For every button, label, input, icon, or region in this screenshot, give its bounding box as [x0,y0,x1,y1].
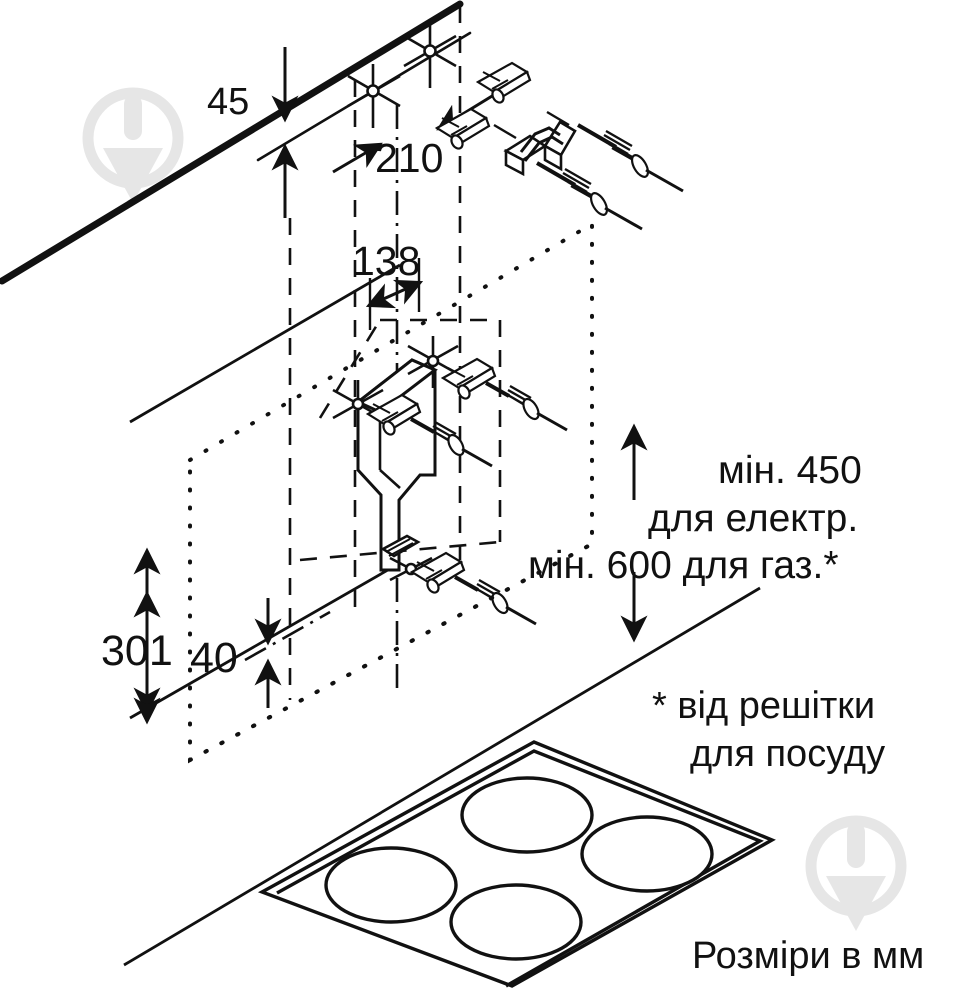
units-note: Розміри в мм [692,935,924,977]
wall-plug-anchor-mid-1 [440,357,497,400]
clearance-note-line-2: для електр. [648,497,858,540]
dimension-label-45: 45 [207,81,249,123]
burner-front-right [449,883,583,961]
safety-bracket [493,110,577,177]
mounting-screw-mid-2 [410,417,493,468]
wall-anchor-mark-2 [403,24,457,88]
cooktop-burners [324,776,714,961]
burner-front-left [324,846,458,924]
hood-mounting-plate [355,358,438,572]
dimension-label-301: 301 [101,627,173,675]
dimension-138-leaders [365,258,424,330]
dimension-label-210: 210 [375,135,443,181]
mounting-screw-top-1 [576,123,684,193]
wall-plug-anchor-top-1 [475,61,532,104]
mounting-screw-bottom [454,575,537,626]
wall-plug-anchor-bottom [409,551,466,594]
dimension-label-40: 40 [190,634,238,682]
watermark-top-left [82,87,184,203]
wall-plug-anchor-top-2 [434,107,491,150]
wall-anchor-mark-1 [347,64,401,128]
burner-rear-left [460,776,594,854]
clearance-note-line-3: мін. 600 для газ.* [528,544,839,587]
burner-rear-right [580,815,714,893]
dimension-label-138: 138 [352,238,420,284]
wall-plug-anchor-mid-2 [365,393,422,436]
dimension-40-ref-lines [244,610,331,662]
worktop-edge-line [123,586,761,967]
mounting-screw-mid-1 [485,381,568,432]
watermark-bottom-right [805,815,907,931]
footnote-line-2: для посуду [690,733,885,775]
footnote-line-1: * від решітки [652,685,875,727]
clearance-note-line-1: мін. 450 [718,449,862,492]
plate-bottom-clip [380,534,421,558]
lower-guide-dotted [188,542,594,762]
cooktop [257,740,776,988]
mounting-screw-top-2 [535,161,643,231]
ceiling-edge-line [0,0,464,285]
projection-lines-dashed [288,6,462,700]
dimension-210-leaders [332,142,383,174]
